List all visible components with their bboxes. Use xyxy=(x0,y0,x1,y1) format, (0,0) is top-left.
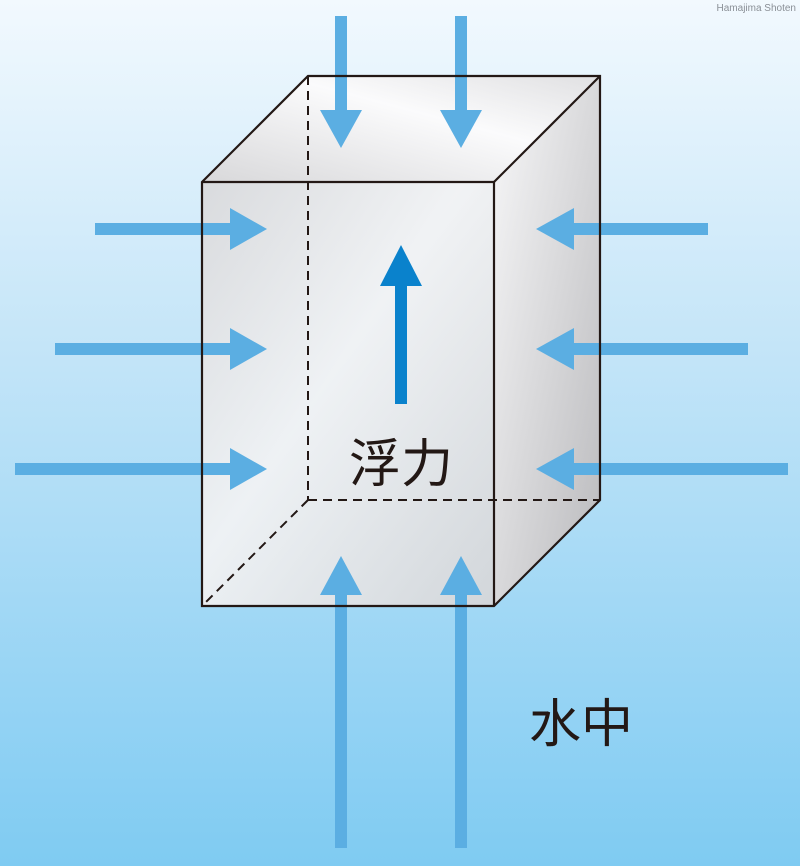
arrow-left-shaft xyxy=(568,343,748,355)
underwater-label: 水中 xyxy=(529,695,633,755)
arrow-up-shaft xyxy=(455,590,467,848)
box xyxy=(201,76,600,607)
arrow-up-shaft xyxy=(335,590,347,848)
buoyancy-label: 浮力 xyxy=(349,435,453,495)
arrow-left-shaft xyxy=(568,463,788,475)
arrow-left-head xyxy=(536,208,574,250)
arrow-right-head xyxy=(230,328,267,370)
box-top-face xyxy=(202,76,600,182)
arrow-left-head xyxy=(536,328,574,370)
arrow-down-shaft xyxy=(455,16,467,116)
box-edges xyxy=(200,74,602,608)
arrow-right-head xyxy=(230,448,267,490)
pressure-arrows xyxy=(15,16,788,848)
arrow-up-head xyxy=(440,556,482,595)
arrow-right-shaft xyxy=(95,223,236,235)
buoyancy-arrow xyxy=(380,245,422,404)
arrow-right-head xyxy=(230,208,267,250)
arrow-down-head xyxy=(440,110,482,148)
arrow-right-shaft xyxy=(15,463,236,475)
credit-text: Hamajima Shoten xyxy=(716,3,796,14)
arrow-right-shaft xyxy=(55,343,236,355)
arrow-left-head xyxy=(536,448,574,490)
arrow-left-shaft xyxy=(568,223,708,235)
arrow-down-head xyxy=(320,110,362,148)
box-front-face xyxy=(202,182,494,606)
hidden-edges xyxy=(201,76,600,607)
arrow-down-shaft xyxy=(335,16,347,116)
arrow-up-head xyxy=(320,556,362,595)
